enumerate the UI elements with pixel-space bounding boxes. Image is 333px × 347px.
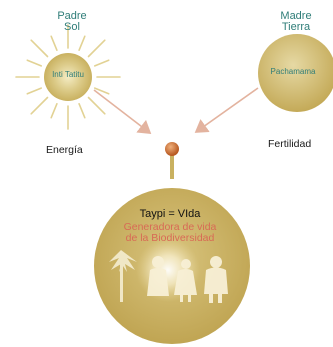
sun-ray	[26, 87, 43, 95]
sun-ray	[94, 59, 110, 67]
sun-ray	[87, 96, 106, 115]
human-figure-3	[204, 256, 228, 303]
sun-ray	[30, 96, 49, 115]
sun-ray	[50, 35, 58, 52]
tree-silhouette	[109, 250, 137, 302]
human-figure-1	[147, 256, 169, 296]
arrow-earth-to-center	[194, 87, 259, 133]
sun-label: Inti Tatitu	[52, 70, 84, 79]
sun-title-line2: Sol	[64, 21, 80, 33]
sun-ray	[26, 59, 43, 67]
taypi-title: Taypi = VIda	[139, 208, 201, 220]
earth-title: Madre Tierra	[268, 11, 324, 33]
sun-ray	[78, 35, 86, 52]
sun-ray	[87, 39, 106, 58]
sun-ray	[78, 103, 86, 119]
sun-ray	[30, 39, 49, 58]
sun-ray	[94, 87, 110, 95]
taypi-subtitle-line2: de la Biodiversidad	[125, 232, 215, 245]
fertility-caption: Fertilidad	[268, 138, 312, 150]
earth-title-line1: Madre	[280, 10, 312, 22]
earth-title-line2: Tierra	[281, 21, 311, 33]
earth-label: Pachamama	[270, 67, 316, 76]
sun-title-line1: Padre	[57, 10, 87, 22]
taypi-subtitle: Generadora de vida de la Biodiversidad	[108, 221, 232, 245]
connector-node	[165, 142, 179, 156]
sun-circle	[44, 53, 92, 101]
earth-circle	[258, 34, 333, 112]
taypi-subtitle-line1: Generadora de vida	[123, 221, 217, 233]
energy-caption: Energía	[46, 144, 83, 156]
sun-ray	[50, 103, 58, 119]
arrow-sun-to-center	[93, 89, 152, 134]
human-figure-2	[174, 259, 197, 302]
sun-rays	[15, 24, 121, 130]
sun-title: Padre Sol	[46, 11, 98, 33]
stem-bar	[170, 153, 174, 179]
